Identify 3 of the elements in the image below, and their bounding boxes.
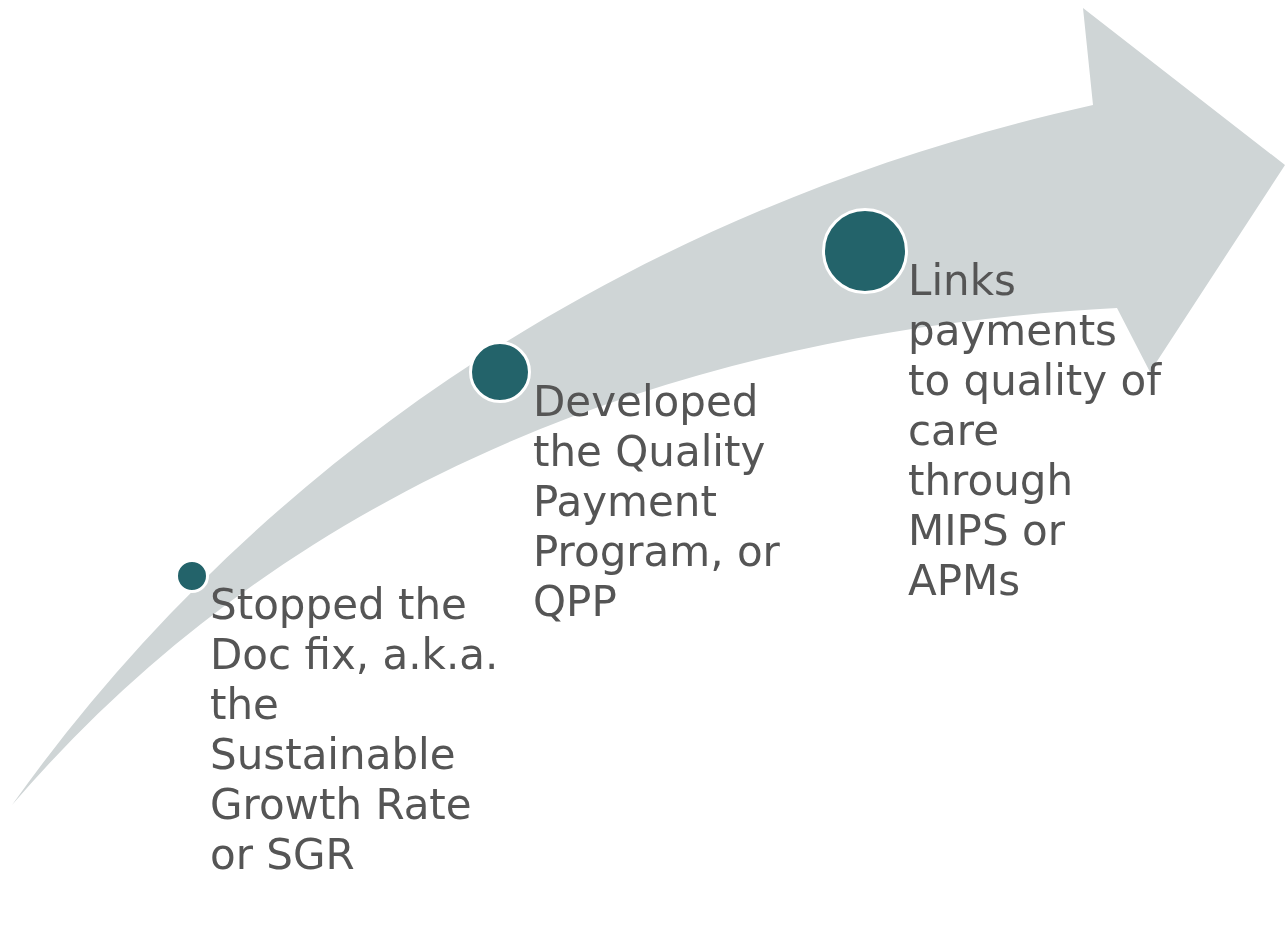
milestone-text: Developed the Quality Payment Program, or QPP — [533, 377, 781, 627]
milestone-text: Stopped the Doc fix, a.k.a. the Sustainable Growth Rate or SGR — [210, 580, 500, 880]
milestone-text: Links payments to quality of care through MIPS or APMs — [908, 256, 1163, 606]
